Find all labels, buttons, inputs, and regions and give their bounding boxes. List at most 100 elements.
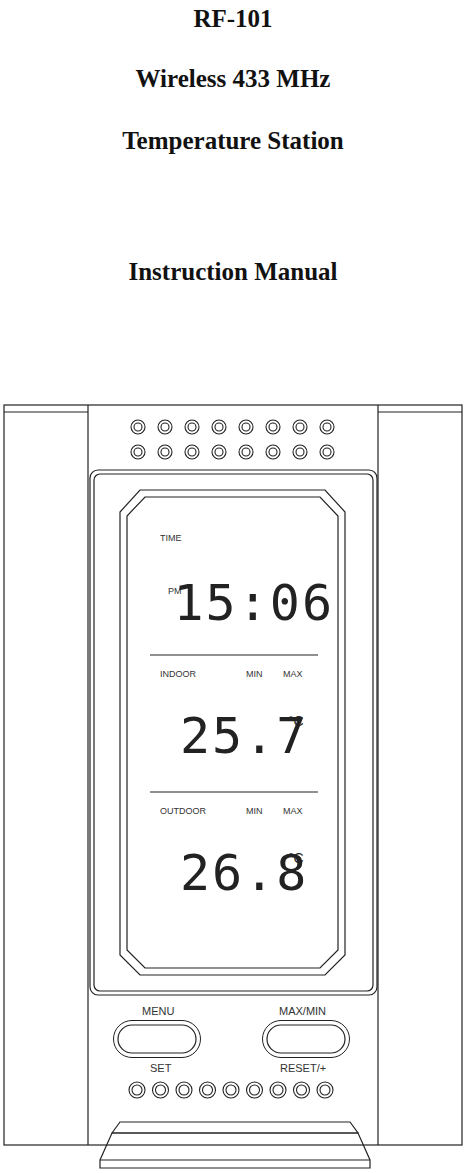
- side-edge: [4, 411, 88, 412]
- lcd-divider: [150, 654, 318, 655]
- hole-outer: [239, 445, 253, 459]
- hole: [176, 1082, 192, 1098]
- hole: [185, 445, 199, 459]
- hole-inner: [134, 423, 142, 431]
- screen-bezel-inner: [94, 474, 373, 991]
- max-indicator: MAX: [283, 807, 303, 816]
- hole-outer: [266, 420, 280, 434]
- unit-symbol: °C: [288, 714, 304, 728]
- lcd-outdoor-section: OUTDOORMINMAX26.8°C: [128, 793, 338, 963]
- front-edge: [87, 405, 88, 1145]
- hole-outer: [153, 1082, 169, 1098]
- hole-outer: [239, 420, 253, 434]
- lcd-window: [120, 490, 345, 975]
- hole: [158, 445, 172, 459]
- hole-outer: [131, 420, 145, 434]
- hole-outer: [320, 445, 334, 459]
- hole-inner: [215, 423, 223, 431]
- hole-inner: [188, 423, 196, 431]
- screen-bezel: [90, 470, 377, 995]
- hole-outer: [176, 1082, 192, 1098]
- hole-inner: [156, 1085, 166, 1095]
- maxmin-button: MAX/MIN: [262, 1020, 350, 1058]
- hole-outer: [212, 420, 226, 434]
- hole-inner: [323, 423, 331, 431]
- hole-inner: [188, 448, 196, 456]
- hole-outer: [131, 445, 145, 459]
- hole-inner: [242, 423, 250, 431]
- button-label: RESET/+: [280, 1063, 326, 1074]
- hole-outer: [185, 445, 199, 459]
- hole: [153, 1082, 169, 1098]
- hole: [293, 420, 307, 434]
- hole: [158, 420, 172, 434]
- hole-outer: [294, 1082, 310, 1098]
- hole-outer: [129, 1082, 145, 1098]
- hole-outer: [212, 445, 226, 459]
- hole-inner: [215, 448, 223, 456]
- hole: [294, 1082, 310, 1098]
- hole-outer: [223, 1082, 239, 1098]
- hole-inner: [179, 1085, 189, 1095]
- button-label: SET: [150, 1063, 171, 1074]
- hole-inner: [161, 448, 169, 456]
- button-label: MAX/MIN: [279, 1006, 326, 1017]
- hole-inner: [273, 1085, 283, 1095]
- hole-outer: [266, 445, 280, 459]
- hole-outer: [293, 420, 307, 434]
- hole-outer: [317, 1082, 333, 1098]
- lcd-window-inner: [127, 497, 338, 968]
- stand: [100, 1133, 370, 1168]
- stand-top: [112, 1122, 358, 1133]
- hole-inner: [320, 1085, 330, 1095]
- model-title: RF-101: [0, 6, 466, 31]
- time-digits: 15:06: [173, 578, 334, 628]
- hole: [266, 420, 280, 434]
- hole-inner: [296, 423, 304, 431]
- min-indicator: MIN: [246, 807, 263, 816]
- button-inner: [267, 1025, 345, 1053]
- hole-outer: [185, 420, 199, 434]
- section-label: INDOOR: [160, 670, 196, 679]
- max-indicator: MAX: [283, 670, 303, 679]
- hole: [247, 1082, 263, 1098]
- hole: [131, 420, 145, 434]
- hole: [320, 420, 334, 434]
- hole-outer: [320, 420, 334, 434]
- hole-outer: [247, 1082, 263, 1098]
- hole: [223, 1082, 239, 1098]
- hole: [293, 445, 307, 459]
- device-body: [4, 405, 462, 1145]
- hole: [185, 420, 199, 434]
- hole-inner: [297, 1085, 307, 1095]
- hole: [270, 1082, 286, 1098]
- subtitle: Temperature Station: [0, 128, 466, 153]
- hole-inner: [132, 1085, 142, 1095]
- min-indicator: MIN: [246, 670, 263, 679]
- button-inner: [118, 1025, 196, 1053]
- hole-inner: [161, 423, 169, 431]
- hole: [212, 420, 226, 434]
- hole-outer: [293, 445, 307, 459]
- side-edge: [378, 411, 462, 412]
- hole-inner: [269, 423, 277, 431]
- hole-inner: [226, 1085, 236, 1095]
- manual-title: Instruction Manual: [0, 259, 466, 284]
- hole: [212, 445, 226, 459]
- hole-outer: [200, 1082, 216, 1098]
- hole-inner: [242, 448, 250, 456]
- hole-outer: [158, 445, 172, 459]
- hole: [200, 1082, 216, 1098]
- button-label: MENU: [142, 1006, 174, 1017]
- hole: [317, 1082, 333, 1098]
- subtitle: Wireless 433 MHz: [0, 66, 466, 91]
- hole: [320, 445, 334, 459]
- lcd-divider: [150, 791, 318, 792]
- hole: [239, 445, 253, 459]
- stand-edge: [100, 1159, 370, 1160]
- lcd-time-section: TIMEPM15:06: [128, 500, 338, 654]
- hole-inner: [250, 1085, 260, 1095]
- hole-inner: [269, 448, 277, 456]
- hole-inner: [134, 448, 142, 456]
